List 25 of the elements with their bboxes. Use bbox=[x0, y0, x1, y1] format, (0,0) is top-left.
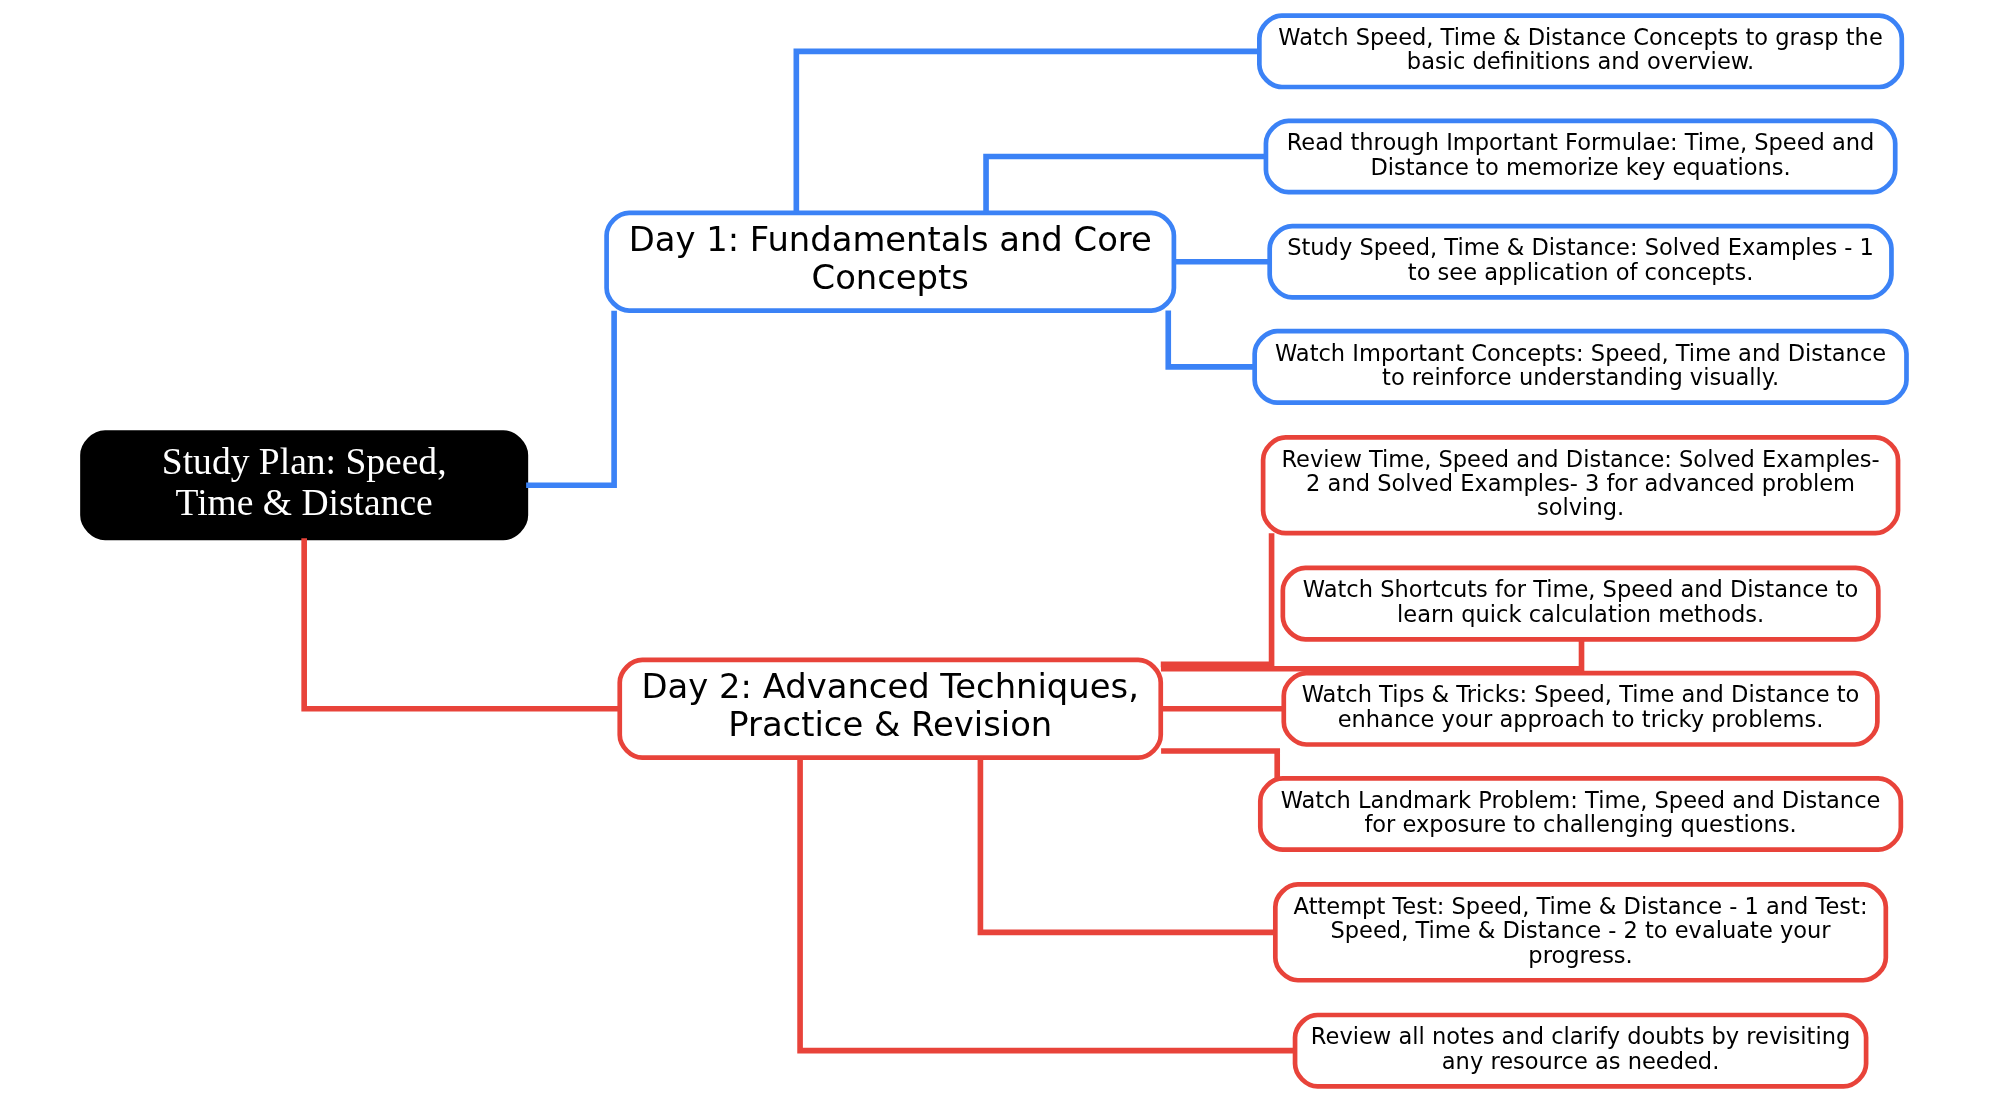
connector bbox=[983, 153, 1266, 213]
node-box: Study Plan: Speed, Time & Distance bbox=[80, 430, 529, 541]
connector bbox=[793, 48, 1260, 213]
node-box: Review all notes and clarify doubts by revisiting any resource as needed. bbox=[1292, 1012, 1869, 1089]
connector bbox=[797, 757, 1295, 1054]
node-box: Day 2: Advanced Techniques, Practice & Revision bbox=[617, 657, 1164, 760]
node-box: Watch Landmark Problem: Time, Speed and Distance for exposure to challenging questions. bbox=[1257, 775, 1904, 852]
connector bbox=[1161, 705, 1284, 712]
connector bbox=[1174, 258, 1270, 265]
node-box: Read through Important Formulae: Time, Speed and Distance to memorize key equations. bbox=[1263, 118, 1898, 195]
connector bbox=[977, 757, 1276, 936]
node-box: Watch Tips & Tricks: Speed, Time and Distance to enhance your approach to tricky problems. bbox=[1281, 670, 1880, 747]
node-box: Attempt Test: Speed, Time & Distance - 1 and Test: Speed, Time & Distance - 2 to evaluate your progress. bbox=[1273, 882, 1889, 983]
connector bbox=[301, 538, 620, 712]
node-box: Review Time, Speed and Distance: Solved Examples- 2 and Solved Examples- 3 for advanced problem solving. bbox=[1260, 435, 1901, 536]
connector bbox=[526, 310, 617, 489]
node-box: Day 1: Fundamentals and Core Concepts bbox=[604, 210, 1177, 313]
node-box: Watch Important Concepts: Speed, Time and Distance to reinforce understanding visually. bbox=[1252, 328, 1909, 405]
node-box: Study Speed, Time & Distance: Solved Examples - 1 to see application of concepts. bbox=[1267, 223, 1894, 300]
connector bbox=[1165, 310, 1255, 370]
connector bbox=[1160, 533, 1275, 668]
node-box: Watch Shortcuts for Time, Speed and Distance to learn quick calculation methods. bbox=[1280, 565, 1881, 642]
connector bbox=[1161, 748, 1281, 779]
connector bbox=[1160, 639, 1585, 672]
node-box: Watch Speed, Time & Distance Concepts to grasp the basic definitions and overview. bbox=[1257, 13, 1905, 90]
